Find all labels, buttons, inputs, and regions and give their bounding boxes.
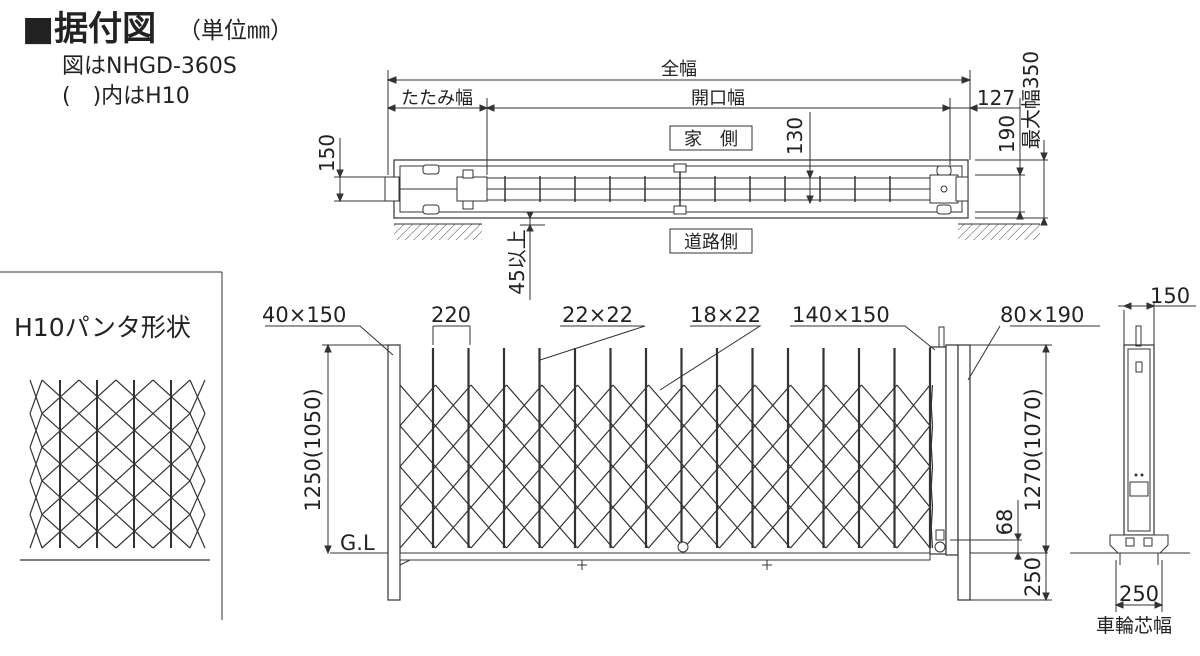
dim-127: 127 bbox=[977, 86, 1015, 110]
dim-22x22: 22×22 bbox=[562, 303, 633, 327]
dim-18x22: 18×22 bbox=[690, 303, 761, 327]
gate-lattice bbox=[399, 348, 934, 549]
model-line: 図はNHGD-360S bbox=[62, 54, 237, 79]
side-view: 150 250 車輪芯幅 bbox=[1070, 284, 1196, 637]
folded-width-label: たたみ幅 bbox=[401, 88, 473, 109]
dim-150-plan: 150 bbox=[315, 134, 339, 172]
dim-250-side: 250 bbox=[1119, 582, 1159, 606]
h10-panel-title: H10パンタ形状 bbox=[14, 313, 191, 342]
dim-140x150: 140×150 bbox=[792, 303, 890, 327]
dim-80x190: 80×190 bbox=[1000, 303, 1084, 327]
max-width-350: 最大幅350 bbox=[1019, 51, 1043, 149]
front-elevation: 40×150 220 22×22 18×22 140×150 80×190 G.… bbox=[262, 303, 1100, 602]
road-side-label: 道路側 bbox=[684, 232, 738, 253]
wheel-center-width-label: 車輪芯幅 bbox=[1096, 615, 1172, 637]
plan-view-labels: 全幅 たたみ幅 開口幅 家 側 道路側 127 150 130 190 最大幅3… bbox=[315, 51, 1043, 295]
height-right-label: 1270(1070) bbox=[1021, 388, 1045, 511]
ground-line-label: G.L bbox=[340, 531, 375, 555]
dim-45-or-more: 45以上 bbox=[505, 229, 529, 294]
dim-220: 220 bbox=[431, 303, 471, 327]
house-side-label: 家 側 bbox=[684, 129, 738, 150]
overall-width-label: 全幅 bbox=[661, 59, 697, 80]
plan-view bbox=[334, 70, 1048, 300]
dim-250-elevation: 250 bbox=[1021, 557, 1045, 597]
dim-68: 68 bbox=[993, 509, 1017, 536]
note-line: ( )内はH10 bbox=[62, 84, 190, 109]
drawing-title: ■据付図 bbox=[22, 9, 156, 49]
header: ■据付図 （単位㎜） 図はNHGD-360S ( )内はH10 bbox=[22, 9, 293, 109]
dim-40x150: 40×150 bbox=[262, 303, 346, 327]
h10-lattice bbox=[29, 379, 206, 549]
unit-label: （単位㎜） bbox=[178, 18, 293, 44]
height-left-label: 1250(1050) bbox=[301, 388, 325, 511]
h10-panel: H10パンタ形状 bbox=[0, 271, 223, 620]
dim-130: 130 bbox=[783, 117, 807, 155]
opening-width-label: 開口幅 bbox=[691, 88, 745, 109]
dim-190: 190 bbox=[995, 115, 1019, 153]
dim-150-side: 150 bbox=[1150, 284, 1190, 308]
